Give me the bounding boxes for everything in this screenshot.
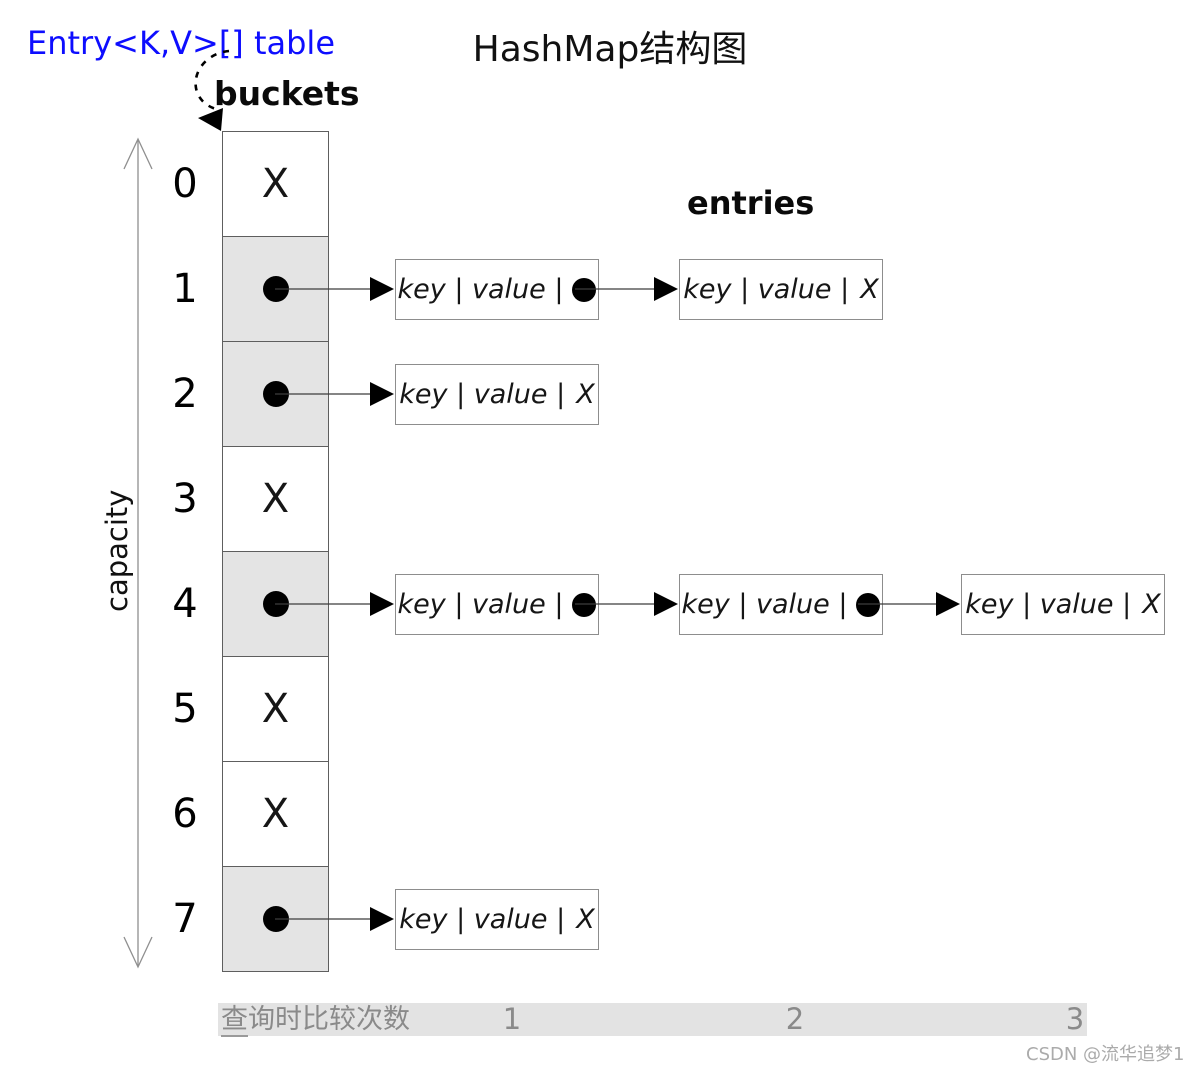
- entry-node-b4-0: key | value |: [395, 574, 599, 635]
- entry-node-text: key | value |: [397, 589, 564, 620]
- null-marker: X: [261, 686, 290, 732]
- entry-node-text: key | value |: [683, 274, 850, 305]
- bucket-cell-0: X: [222, 131, 329, 237]
- bucket-cell-2: [222, 341, 329, 447]
- entry-node-text: key | value |: [681, 589, 848, 620]
- bucket-cell-3: X: [222, 446, 329, 552]
- bucket-index-3: 3: [172, 476, 198, 522]
- entry-node-text: key | value |: [965, 589, 1132, 620]
- bucket-cell-1: [222, 236, 329, 342]
- capacity-label: capacity: [100, 489, 134, 612]
- entry-node-text: key | value |: [399, 904, 566, 935]
- next-pointer-dot: [856, 592, 881, 617]
- entry-node-b1-0: key | value |: [395, 259, 599, 320]
- null-marker: X: [1142, 589, 1161, 620]
- watermark: CSDN @流华追梦1: [1026, 1044, 1185, 1065]
- comparison-count-1: 1: [502, 1002, 522, 1036]
- comparison-count-label-rest: 询时比较次数: [248, 1004, 410, 1035]
- pointer-dot: [262, 591, 289, 617]
- pointer-dot: [262, 381, 289, 407]
- bucket-cell-7: [222, 866, 329, 972]
- entries-label: entries: [687, 184, 815, 222]
- pointer-dot: [262, 906, 289, 932]
- entry-node-b4-1: key | value |: [679, 574, 883, 635]
- next-pointer-dot: [572, 277, 597, 302]
- bucket-index-5: 5: [172, 686, 198, 732]
- next-pointer-dot: [572, 592, 597, 617]
- entry-node-b4-2: key | value | X: [961, 574, 1165, 635]
- entry-node-b2-0: key | value | X: [395, 364, 599, 425]
- bucket-cell-4: [222, 551, 329, 657]
- null-marker: X: [261, 791, 290, 837]
- comparison-count-label: 查询时比较次数: [221, 1003, 410, 1037]
- page-title: HashMap结构图: [472, 29, 748, 70]
- entry-table-label: Entry<K,V>[] table: [27, 24, 335, 62]
- bucket-cell-6: X: [222, 761, 329, 867]
- bucket-index-6: 6: [172, 791, 198, 837]
- bucket-cell-5: X: [222, 656, 329, 762]
- null-marker: X: [261, 476, 290, 522]
- comparison-count-bar: 查询时比较次数 1 2 3: [218, 1002, 1087, 1037]
- bucket-index-2: 2: [172, 371, 198, 417]
- null-marker: X: [576, 904, 595, 935]
- null-marker: X: [576, 379, 595, 410]
- null-marker: X: [860, 274, 879, 305]
- bucket-index-4: 4: [172, 581, 198, 627]
- null-marker: X: [261, 161, 290, 207]
- bucket-index-7: 7: [172, 896, 198, 942]
- entry-node-text: key | value |: [397, 274, 564, 305]
- comparison-count-3: 3: [1065, 1002, 1085, 1036]
- buckets-label: buckets: [214, 74, 360, 113]
- pointer-dot: [262, 276, 289, 302]
- comparison-count-label-first-char: 查: [221, 1004, 248, 1037]
- entry-node-text: key | value |: [399, 379, 566, 410]
- bucket-index-1: 1: [172, 266, 198, 312]
- bucket-index-0: 0: [172, 161, 198, 207]
- entry-node-b1-1: key | value | X: [679, 259, 883, 320]
- comparison-count-2: 2: [785, 1002, 805, 1036]
- entry-node-b7-0: key | value | X: [395, 889, 599, 950]
